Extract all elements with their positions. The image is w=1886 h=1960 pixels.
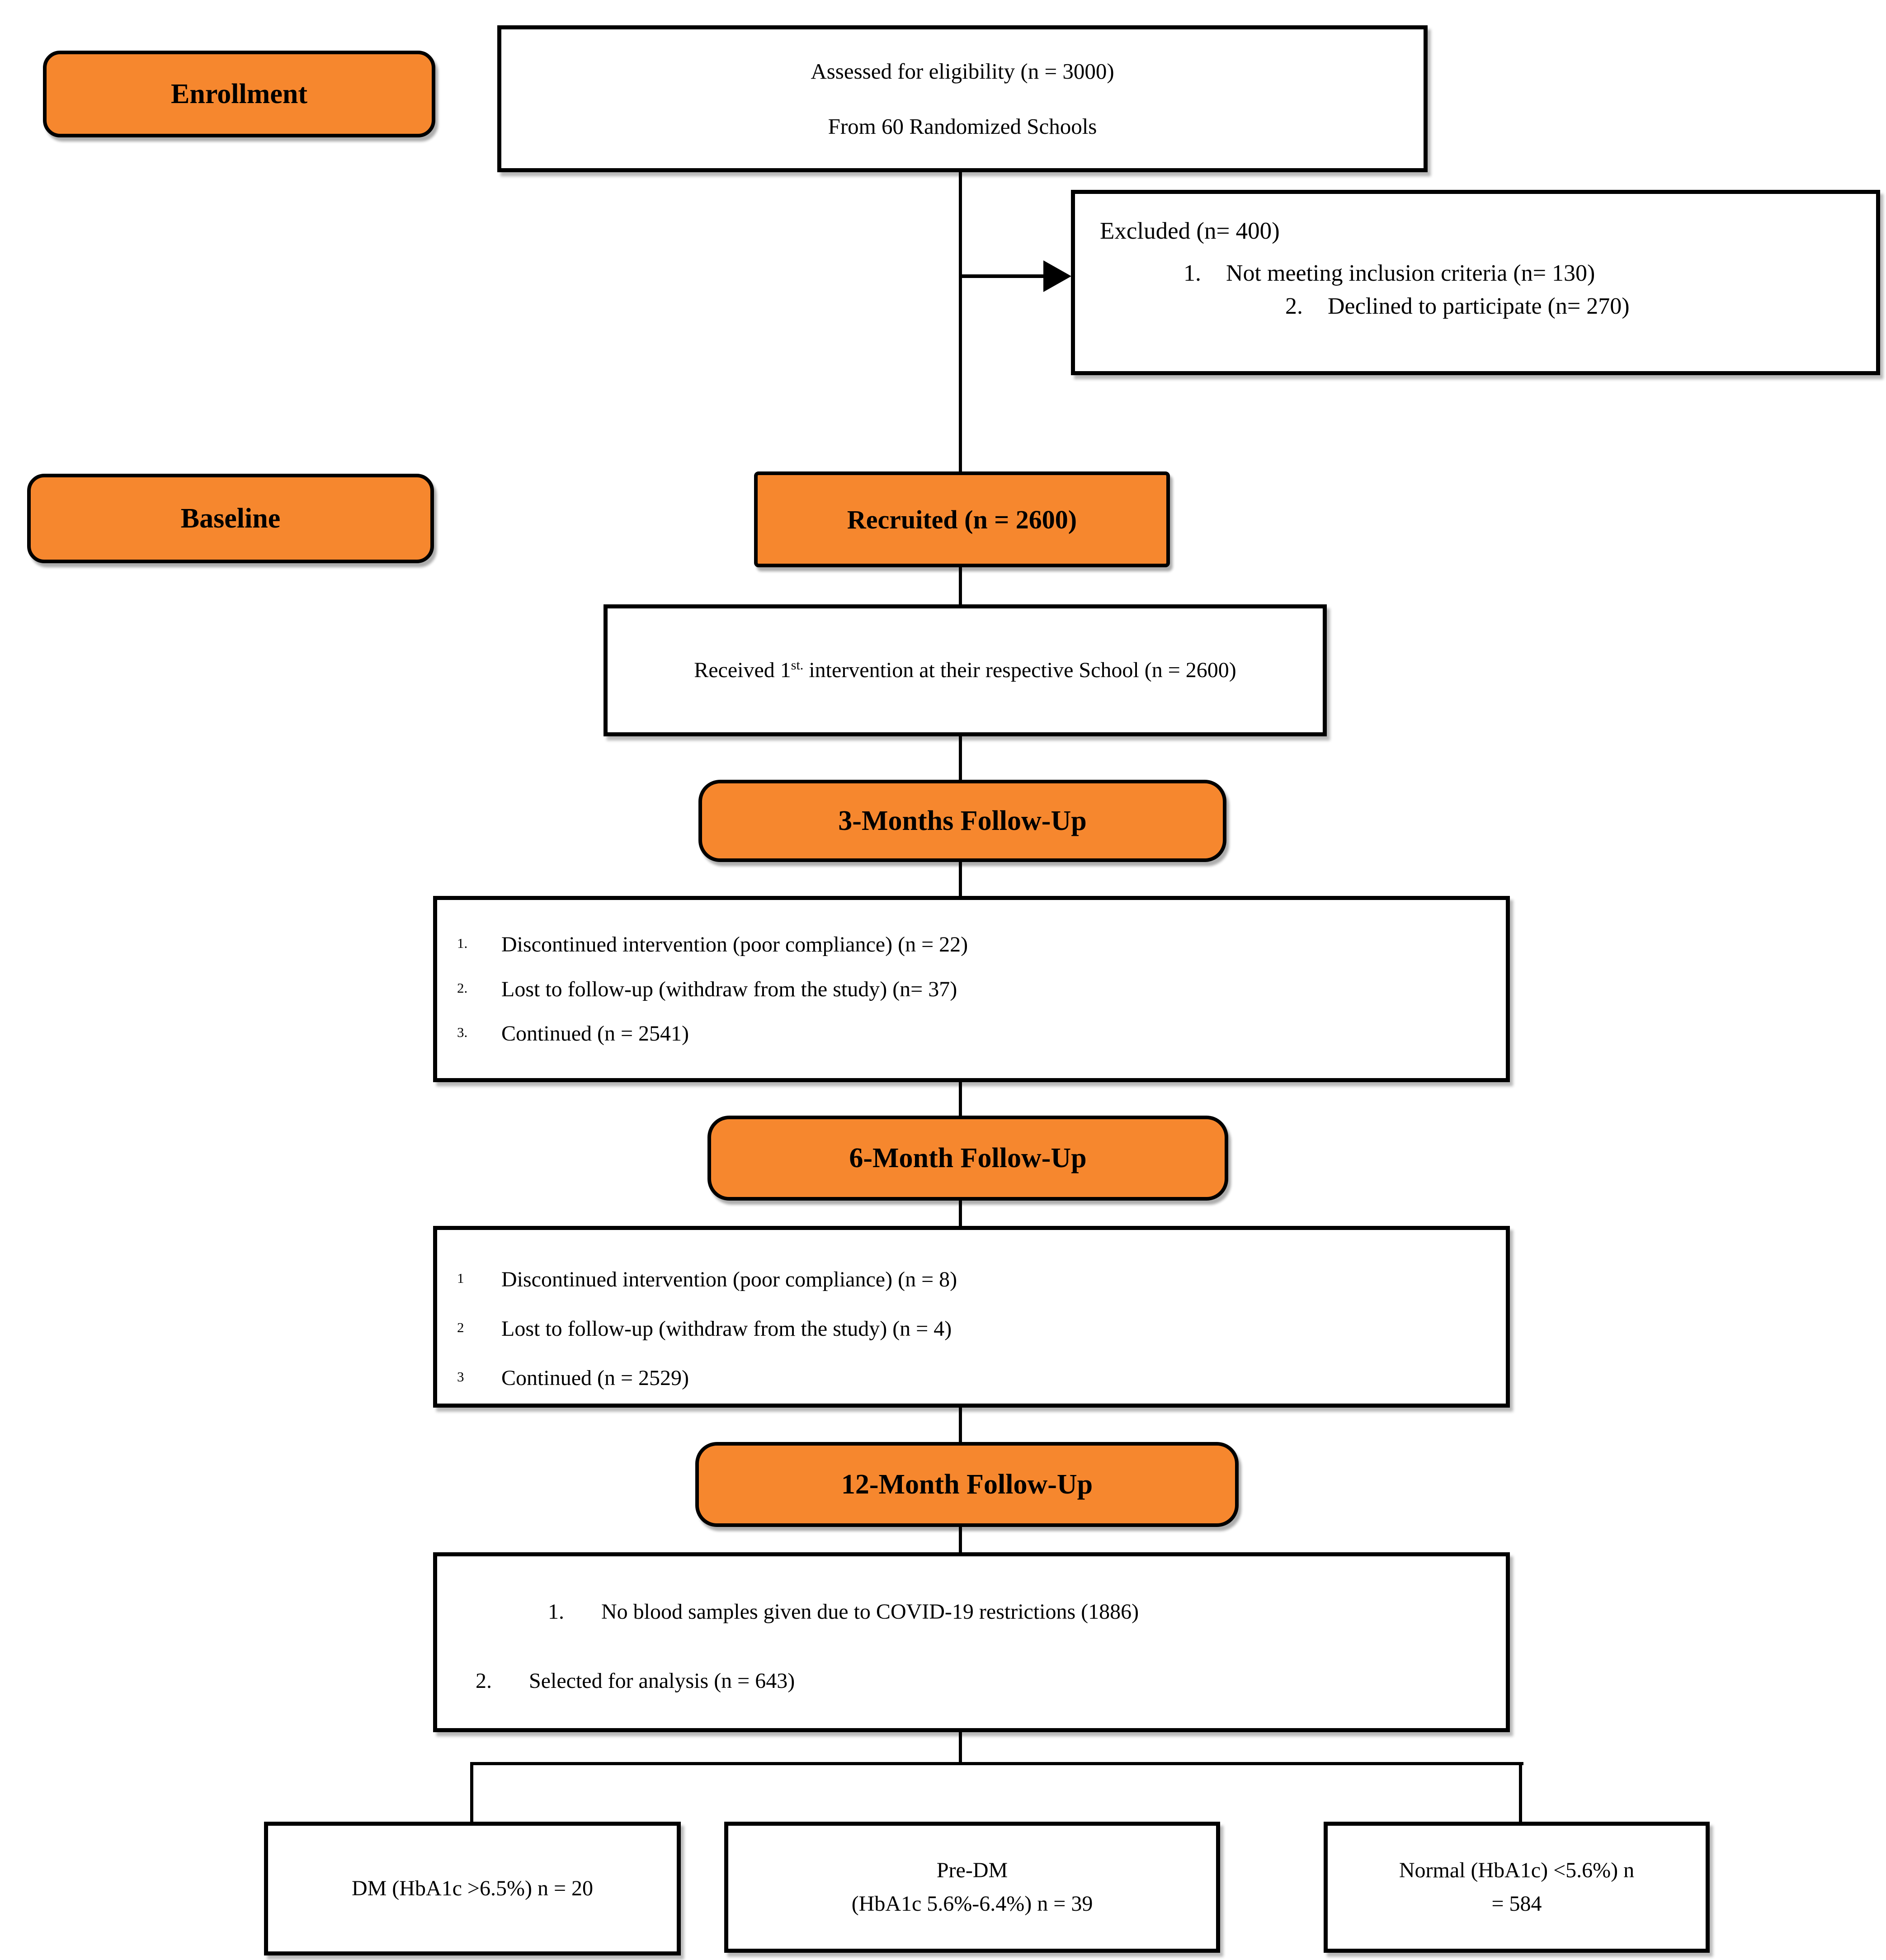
list-item-marker: 3 — [457, 1369, 464, 1385]
excluded-title: Excluded (n= 400) — [1100, 218, 1280, 244]
outcome-predm-line1: Pre-DM — [936, 1858, 1008, 1882]
connector-recruited-received — [959, 566, 962, 606]
assessed-eligibility-box: Assessed for eligibility (n = 3000) From… — [497, 25, 1428, 172]
list-item: 3 Continued (n = 2529) — [451, 1366, 1492, 1390]
list-item-marker: 2. — [476, 1669, 492, 1693]
followup-12-month-label: 12-Month Follow-Up — [695, 1442, 1239, 1527]
connector-followup6-list — [959, 1200, 962, 1227]
followup-6-month-text: 6-Month Follow-Up — [849, 1142, 1087, 1173]
connector-list12-branch — [959, 1731, 962, 1764]
list-item: 1 Discontinued intervention (poor compli… — [451, 1267, 1492, 1292]
connector-list3-followup6 — [959, 1081, 962, 1117]
baseline-stage-label: Baseline — [27, 474, 434, 563]
connector-received-followup3 — [959, 735, 962, 781]
list-item-text: Selected for analysis (n = 643) — [529, 1669, 795, 1693]
outcome-dm-text: DM (HbA1c >6.5%) n = 20 — [351, 1876, 594, 1900]
excluded-item-text: Declined to participate (n= 270) — [1328, 293, 1630, 319]
received-text-pre: Received 1 — [694, 658, 791, 682]
connector-excluded-stem — [960, 274, 1045, 278]
outcome-dm-box: DM (HbA1c >6.5%) n = 20 — [264, 1822, 681, 1955]
list-item: 2 Lost to follow-up (withdraw from the s… — [451, 1316, 1492, 1341]
arrow-right-icon — [1043, 260, 1071, 292]
list-item: 2. Lost to follow-up (withdraw from the … — [451, 977, 1492, 1002]
followup-3-months-text: 3-Months Follow-Up — [838, 805, 1087, 836]
list-item-text: Discontinued intervention (poor complian… — [501, 933, 968, 957]
excluded-item-marker: 1. — [1183, 260, 1201, 286]
outcome-predm-line2: (HbA1c 5.6%-6.4%) n = 39 — [851, 1892, 1093, 1916]
followup-6-month-label: 6-Month Follow-Up — [707, 1116, 1228, 1201]
outcome-predm-box: Pre-DM (HbA1c 5.6%-6.4%) n = 39 — [724, 1822, 1220, 1953]
list-item-text: No blood samples given due to COVID-19 r… — [601, 1600, 1139, 1624]
recruited-box: Recruited (n = 2600) — [754, 471, 1170, 567]
branch-left-drop — [470, 1762, 473, 1823]
enrollment-stage-text: Enrollment — [171, 78, 307, 109]
outcome-normal-line1: Normal (HbA1c) <5.6%) n — [1399, 1858, 1635, 1882]
excluded-content: Excluded (n= 400) 1. Not meeting inclusi… — [1075, 194, 1876, 320]
connector-list6-followup12 — [959, 1407, 962, 1443]
list-item-text: Continued (n = 2541) — [501, 1021, 689, 1046]
branch-horizontal-line — [470, 1762, 1523, 1765]
followup-12-month-outcomes-box: 1. No blood samples given due to COVID-1… — [433, 1552, 1510, 1732]
excluded-item: 1. Not meeting inclusion criteria (n= 13… — [1183, 260, 1862, 287]
excluded-item-text: Not meeting inclusion criteria (n= 130) — [1226, 260, 1595, 286]
connector-followup3-list — [959, 861, 962, 897]
connector-followup12-list — [959, 1526, 962, 1553]
list-item: 2. Selected for analysis (n = 643) — [476, 1668, 1492, 1693]
received-text-post: intervention at their respective School … — [803, 658, 1236, 682]
list-item-marker: 1 — [457, 1270, 464, 1286]
list-item-marker: 2. — [457, 980, 468, 996]
received-intervention-text: Received 1st. intervention at their resp… — [694, 654, 1236, 687]
assessed-line1: Assessed for eligibility (n = 3000) — [811, 59, 1114, 84]
list-item: 1. Discontinued intervention (poor compl… — [451, 932, 1492, 957]
received-intervention-box: Received 1st. intervention at their resp… — [604, 604, 1327, 736]
list-item-text: Discontinued intervention (poor complian… — [501, 1267, 957, 1291]
list-item-marker: 1. — [548, 1600, 564, 1624]
list-item: 3. Continued (n = 2541) — [451, 1021, 1492, 1046]
list-item-text: Continued (n = 2529) — [501, 1366, 689, 1390]
list-item-text: Lost to follow-up (withdraw from the stu… — [501, 977, 957, 1001]
followup-6-month-outcomes-box: 1 Discontinued intervention (poor compli… — [433, 1226, 1510, 1408]
received-text-sup: st. — [791, 657, 804, 673]
recruited-text: Recruited (n = 2600) — [847, 504, 1077, 534]
branch-right-drop — [1519, 1762, 1522, 1823]
list-item: 1. No blood samples given due to COVID-1… — [548, 1599, 1492, 1624]
list-item-marker: 3. — [457, 1024, 468, 1040]
excluded-box: Excluded (n= 400) 1. Not meeting inclusi… — [1071, 190, 1880, 375]
assessed-line2: From 60 Randomized Schools — [828, 113, 1097, 139]
excluded-item-marker: 2. — [1285, 293, 1303, 319]
followup-3-months-label: 3-Months Follow-Up — [698, 780, 1226, 862]
excluded-item: 2. Declined to participate (n= 270) — [1285, 293, 1862, 320]
baseline-stage-text: Baseline — [180, 503, 281, 534]
list-item-marker: 1. — [457, 935, 468, 952]
followup-12-month-text: 12-Month Follow-Up — [841, 1469, 1093, 1500]
enrollment-stage-label: Enrollment — [43, 51, 435, 137]
followup-3-months-outcomes-box: 1. Discontinued intervention (poor compl… — [433, 896, 1510, 1082]
outcome-normal-box: Normal (HbA1c) <5.6%) n = 584 — [1324, 1822, 1710, 1953]
list-item-text: Lost to follow-up (withdraw from the stu… — [501, 1317, 952, 1341]
outcome-normal-line2: = 584 — [1491, 1892, 1542, 1916]
connector-assessed-recruited — [959, 171, 962, 473]
list-item-marker: 2 — [457, 1319, 464, 1335]
